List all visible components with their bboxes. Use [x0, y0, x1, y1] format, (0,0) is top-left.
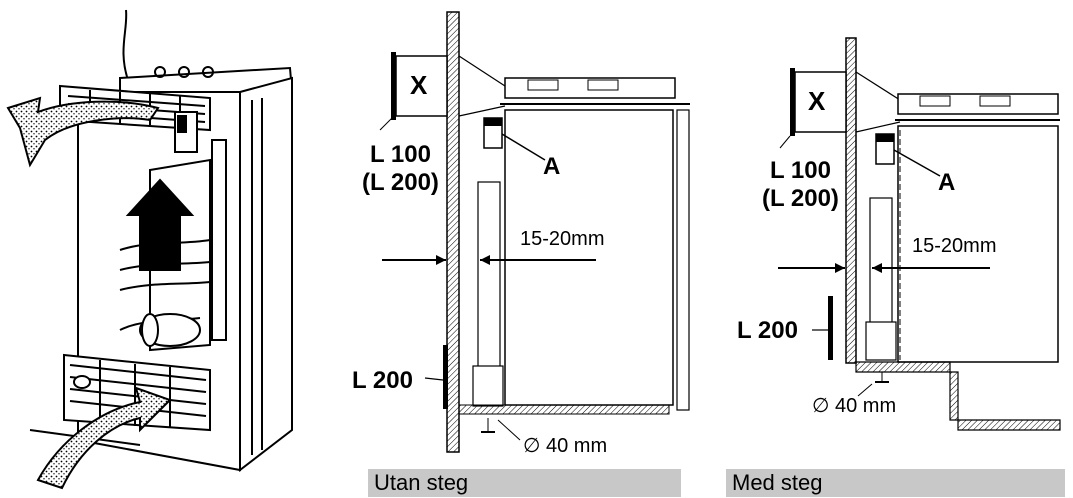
knob-icon [202, 66, 214, 78]
vent-label: L 100 [370, 141, 431, 168]
part-a-label: A [938, 169, 955, 196]
x-label: X [808, 86, 826, 116]
lower-vent-label: L 200 [737, 317, 798, 344]
panel-with-step: X L 100 (L 200) A 15-20mm [737, 37, 1061, 431]
hole-label: ∅ 40 mm [812, 395, 896, 417]
vent-label-alt: (L 200) [762, 185, 839, 212]
hole-label: ∅ 40 mm [523, 435, 607, 457]
fridge-side [239, 76, 293, 473]
caption-with-step: Med steg [726, 469, 1065, 497]
lower-vent-label: L 200 [352, 367, 413, 394]
fridge-illustration [6, 9, 294, 490]
caption-without-step-text: Utan steg [374, 470, 469, 495]
caption-with-step-text: Med steg [732, 470, 823, 495]
part-a-label: A [543, 153, 560, 180]
vent-label: L 100 [770, 157, 831, 184]
knob-icon [154, 66, 166, 78]
gap-label: 15-20mm [912, 235, 996, 257]
cold-air-in-arrow-icon [36, 386, 172, 490]
step-floor [855, 361, 1061, 431]
gap-label: 15-20mm [520, 228, 604, 250]
caption-without-step: Utan steg [368, 469, 681, 497]
airflow-up-arrow-icon [125, 178, 195, 271]
knob-icon [178, 66, 190, 78]
panel-without-step: X L 100 (L 200) A 15-20m [352, 11, 690, 457]
x-label: X [410, 70, 428, 100]
vent-label-alt: (L 200) [362, 169, 439, 196]
hot-air-out-arrow-icon [6, 96, 160, 168]
